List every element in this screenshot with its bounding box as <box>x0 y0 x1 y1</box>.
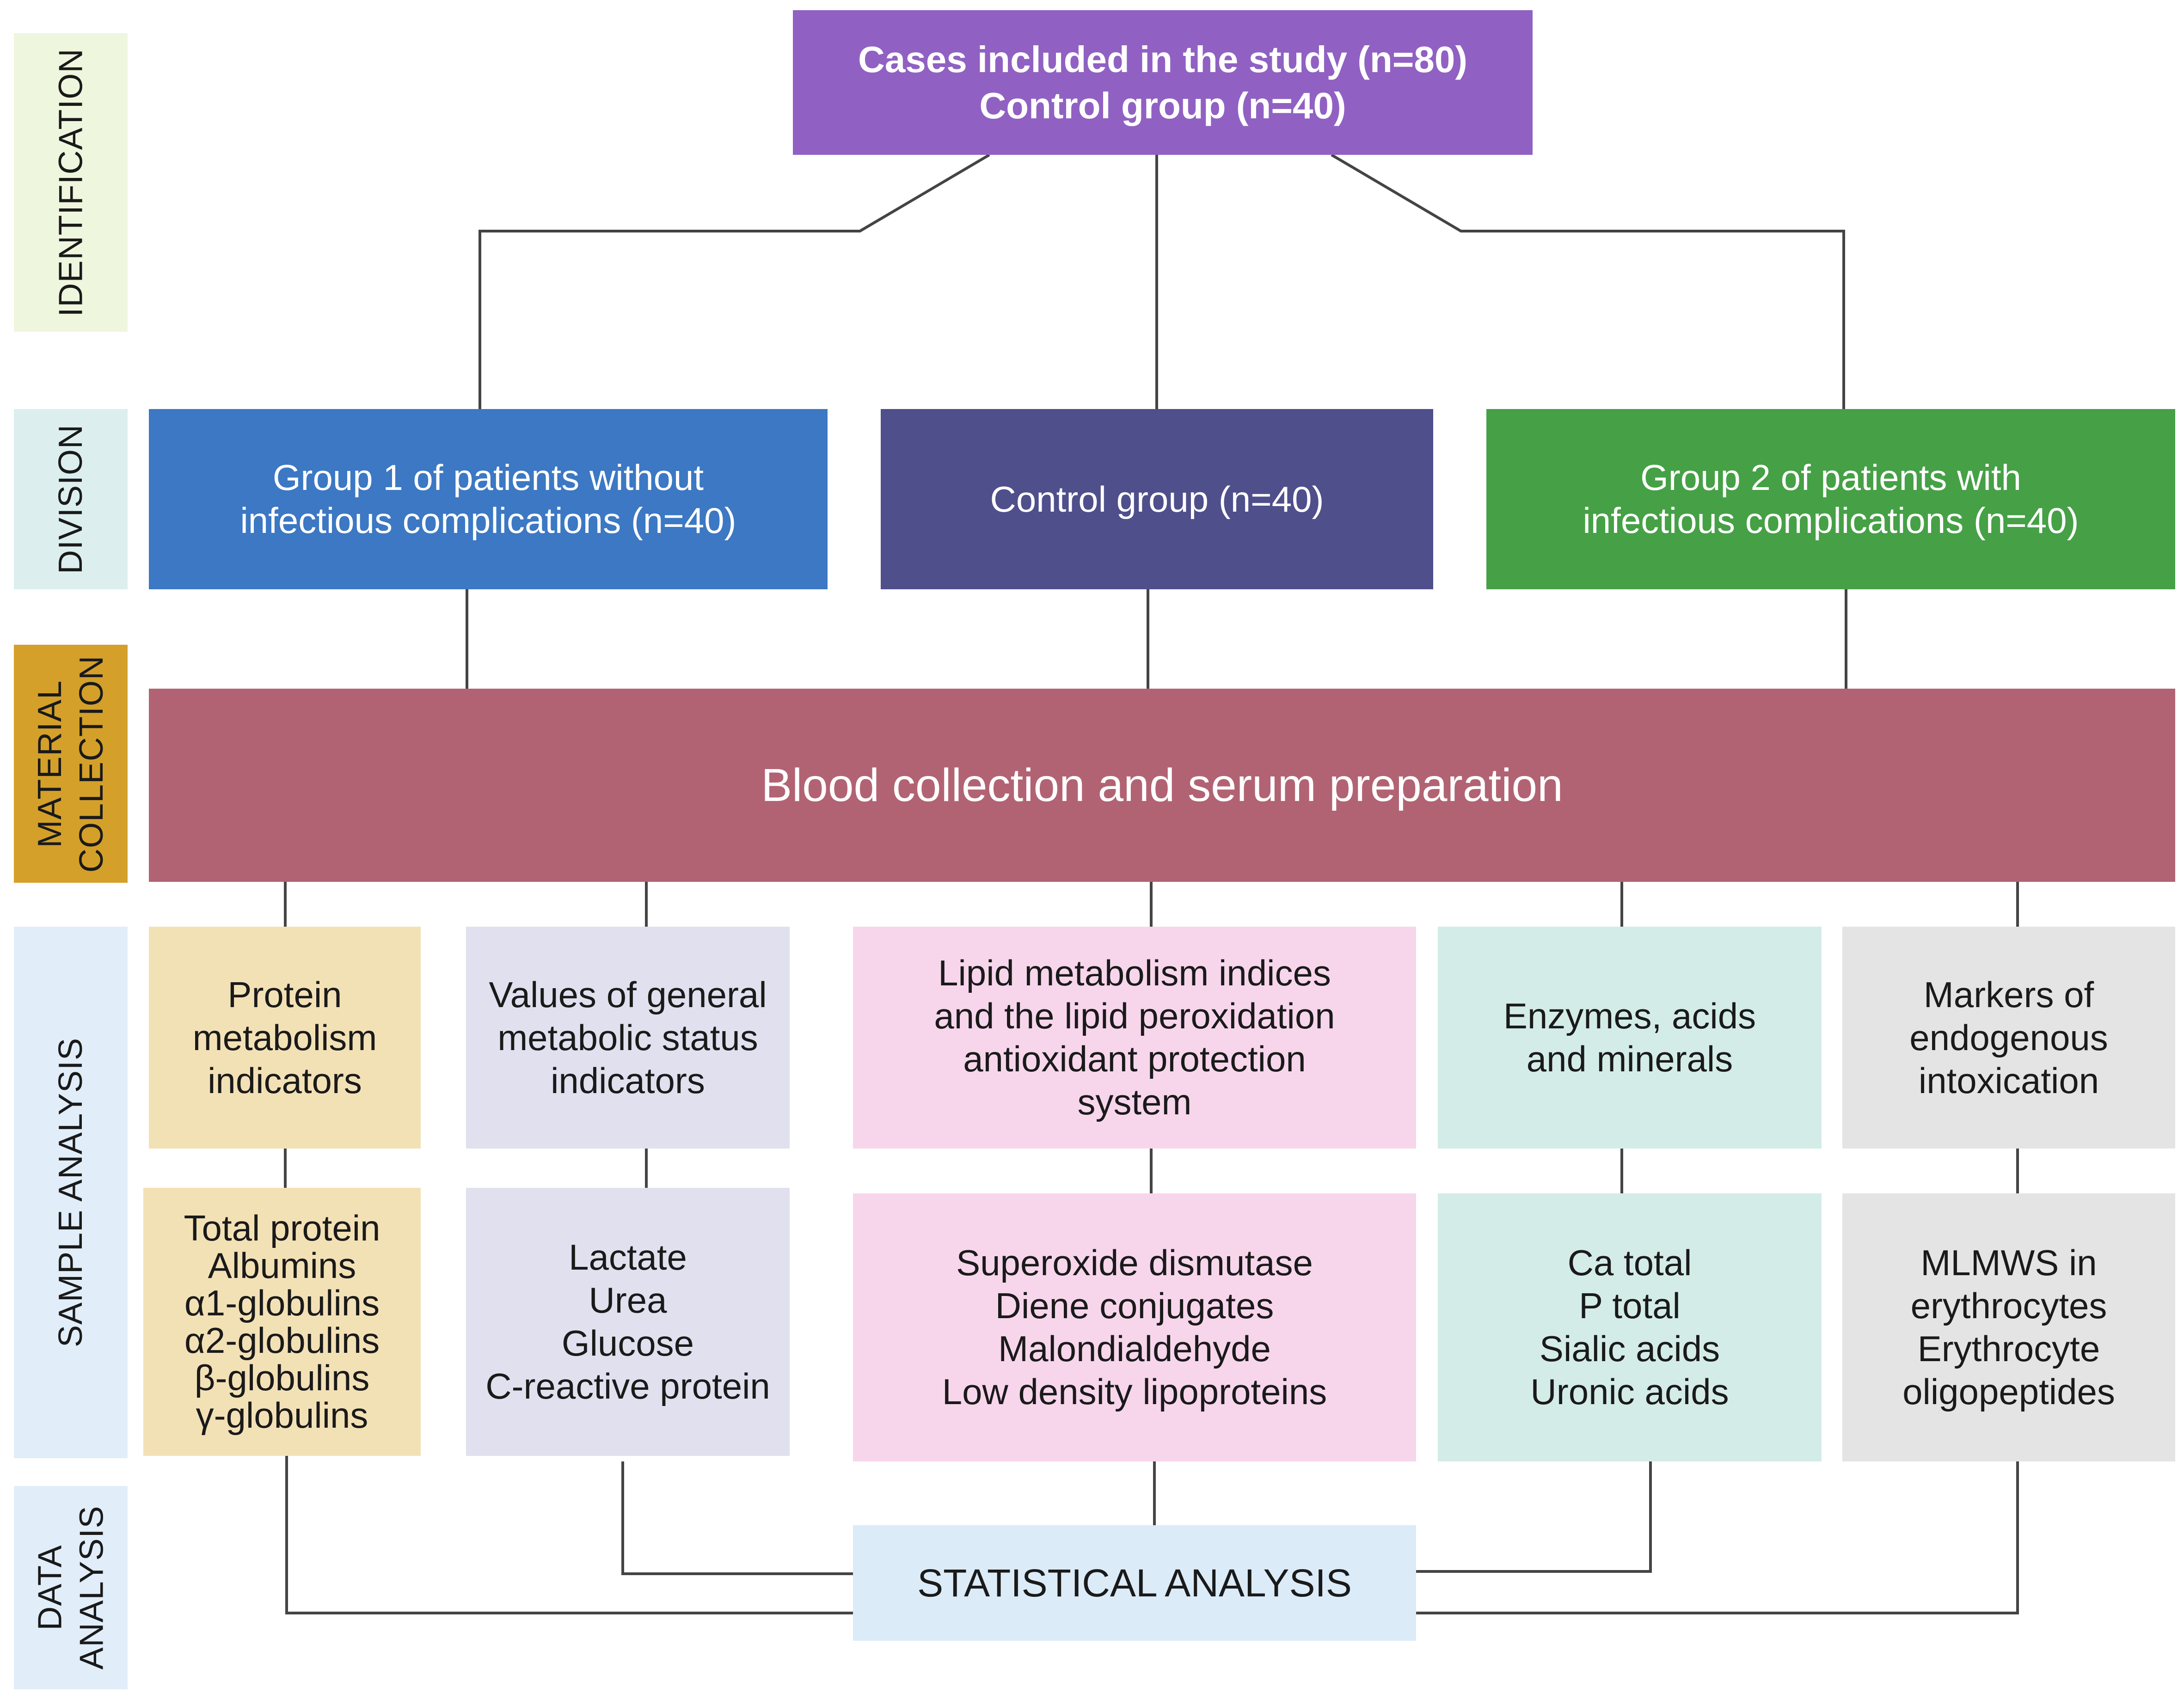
general-metabolic-box: Values of general metabolic status indic… <box>466 927 790 1149</box>
blood-collection-box-text: Blood collection and serum preparation <box>761 759 1563 811</box>
stage-data-analysis-label: DATA ANALYSIS <box>31 1505 110 1670</box>
lipid-items-box: Superoxide dismutase Diene conjugates Ma… <box>853 1193 1416 1461</box>
enzymes-acids-box-text: Enzymes, acids and minerals <box>1503 996 1756 1079</box>
connector-general-to-stats <box>621 1461 853 1575</box>
group2-box: Group 2 of patients with infectious comp… <box>1486 409 2175 589</box>
statistical-analysis-box: STATISTICAL ANALYSIS <box>853 1525 1416 1641</box>
protein-items-box-text: Total protein Albumins α1-globulins α2-g… <box>184 1208 380 1436</box>
cases-box: Cases included in the study (n=80) Contr… <box>793 10 1533 155</box>
markers-items-box-text: MLMWS in erythrocytes Erythrocyte oligop… <box>1902 1242 2115 1412</box>
control-box-text: Control group (n=40) <box>990 478 1324 519</box>
protein-metabolism-box: Protein metabolism indicators <box>149 927 421 1149</box>
stage-material-collection-label: MATERIAL COLLECTION <box>31 655 110 873</box>
lipid-metabolism-box-text: Lipid metabolism indices and the lipid p… <box>934 953 1335 1122</box>
connector-enzymes-to-stats <box>1416 1461 1652 1573</box>
protein-items-box: Total protein Albumins α1-globulins α2-g… <box>143 1188 421 1456</box>
general-items-box-text: Lactate Urea Glucose C-reactive protein <box>485 1237 770 1406</box>
control-box: Control group (n=40) <box>881 409 1433 589</box>
endogenous-intoxication-box-text: Markers of endogenous intoxication <box>1909 974 2108 1101</box>
general-items-box: Lactate Urea Glucose C-reactive protein <box>466 1188 790 1456</box>
connector-cases-to-group1 <box>479 153 990 409</box>
stage-material-collection: MATERIAL COLLECTION <box>14 645 128 883</box>
stage-sample-analysis-label: SAMPLE ANALYSIS <box>52 1038 89 1347</box>
group1-box-text: Group 1 of patients without infectious c… <box>240 457 736 541</box>
enzymes-items-box-text: Ca total P total Sialic acids Uronic aci… <box>1530 1242 1729 1412</box>
stage-sample-analysis: SAMPLE ANALYSIS <box>14 927 128 1458</box>
stage-identification: IDENTIFICATION <box>14 33 128 332</box>
statistical-analysis-box-text: STATISTICAL ANALYSIS <box>917 1561 1352 1605</box>
lipid-metabolism-box: Lipid metabolism indices and the lipid p… <box>853 927 1416 1149</box>
group2-box-text: Group 2 of patients with infectious comp… <box>1583 457 2079 541</box>
stage-division-label: DIVISION <box>52 424 89 574</box>
connector-cases-to-group2 <box>1331 153 1845 409</box>
connector-protein-to-stats <box>285 1456 853 1614</box>
stage-data-analysis: DATA ANALYSIS <box>14 1486 128 1689</box>
connector-markers-to-stats <box>1416 1461 2019 1614</box>
protein-metabolism-box-text: Protein metabolism indicators <box>192 974 377 1101</box>
enzymes-items-box: Ca total P total Sialic acids Uronic aci… <box>1438 1193 1822 1461</box>
stage-division: DIVISION <box>14 409 128 589</box>
blood-collection-box: Blood collection and serum preparation <box>149 689 2175 882</box>
group1-box: Group 1 of patients without infectious c… <box>149 409 828 589</box>
lipid-items-box-text: Superoxide dismutase Diene conjugates Ma… <box>942 1242 1327 1412</box>
endogenous-intoxication-box: Markers of endogenous intoxication <box>1842 927 2175 1149</box>
stage-identification-label: IDENTIFICATION <box>52 48 89 317</box>
cases-box-text: Cases included in the study (n=80) Contr… <box>858 38 1468 126</box>
enzymes-acids-box: Enzymes, acids and minerals <box>1438 927 1822 1149</box>
markers-items-box: MLMWS in erythrocytes Erythrocyte oligop… <box>1842 1193 2175 1461</box>
general-metabolic-box-text: Values of general metabolic status indic… <box>489 974 767 1101</box>
